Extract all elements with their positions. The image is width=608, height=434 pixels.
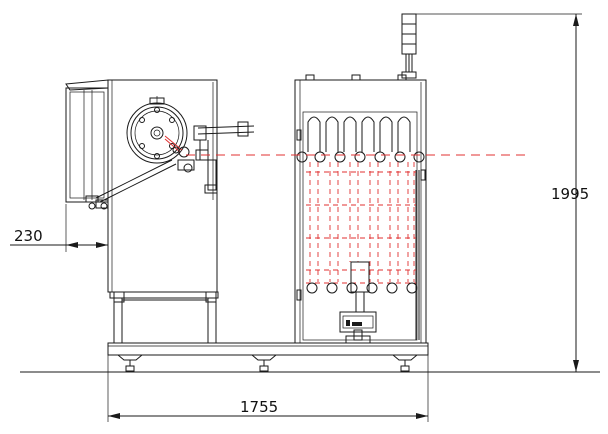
dimension-height: 1995 <box>416 13 589 373</box>
signal-tower <box>401 13 417 79</box>
dancer-loops <box>307 116 411 152</box>
height-dimension-label: 1995 <box>551 185 589 203</box>
web-path <box>186 154 525 284</box>
unwinder-unit <box>65 79 219 344</box>
length-dimension-label: 1755 <box>240 398 278 416</box>
offset-dimension-label: 230 <box>14 227 43 245</box>
foot-right <box>392 354 418 372</box>
leveling-feet <box>117 354 418 372</box>
dimension-offset: 230 <box>10 204 109 292</box>
bottom-rollers <box>306 282 418 294</box>
foot-middle <box>251 354 277 372</box>
foot-left <box>117 354 143 372</box>
base-frame <box>107 342 429 356</box>
top-rollers <box>296 151 425 163</box>
guide-arm <box>172 121 255 173</box>
dimension-length: 1755 <box>107 355 429 422</box>
unwind-reel <box>126 96 188 164</box>
accumulator-unit <box>294 74 427 344</box>
dancer-carriage <box>339 261 377 344</box>
